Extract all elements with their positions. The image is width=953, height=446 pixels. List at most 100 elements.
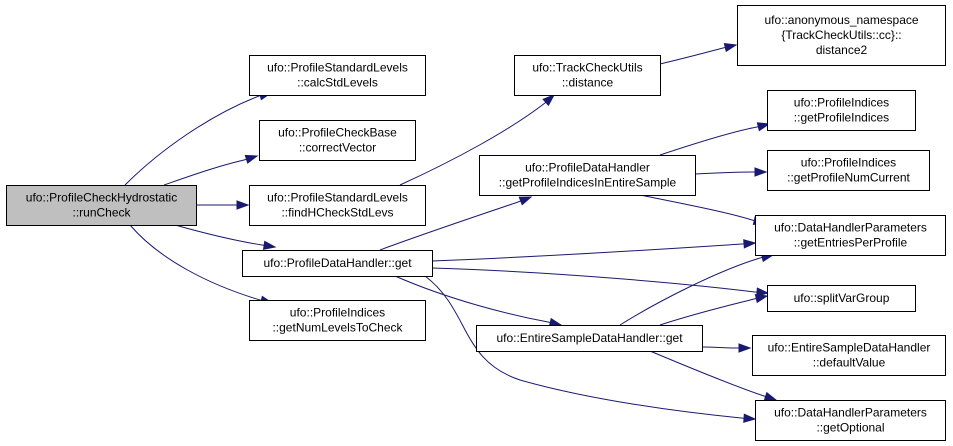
edge-line (431, 243, 743, 262)
node-label-line: ufo::ProfileIndices (290, 306, 385, 320)
edge-esdhGet-to-splitVarGroup (659, 293, 769, 326)
edge-line (694, 171, 754, 175)
arrowhead-icon (542, 94, 556, 107)
edge-line (659, 298, 755, 326)
node-box (479, 155, 696, 196)
node-box (249, 300, 426, 341)
node-label-line: {TrackCheckUtils::cc}:: (781, 28, 901, 42)
node-label-line: ufo::TrackCheckUtils (532, 61, 642, 75)
edge-runCheck-to-pdhGet (174, 224, 277, 250)
edge-pdhGet-to-getEntriesPerProfile (431, 239, 757, 262)
node-label-line: ufo::ProfileStandardLevels (267, 61, 408, 75)
node-label-line: ufo::EntireSampleDataHandler (768, 341, 931, 355)
edge-findHCheckStdLevs-to-distance (399, 94, 556, 186)
node-box (752, 335, 946, 376)
edge-line (129, 224, 261, 301)
edge-pdhGet-to-esdhGet (394, 275, 563, 328)
edge-getProfileIndicesInEntireSample-to-getEntriesPerProfile (639, 194, 767, 226)
node-getProfileIndices[interactable]: ufo::ProfileIndices::getProfileIndices (767, 90, 916, 131)
arrowhead-icon (738, 343, 752, 353)
edge-getProfileIndicesInEntireSample-to-getProfileNumCurrent (694, 167, 768, 177)
node-box (259, 120, 416, 161)
edge-line (379, 201, 519, 251)
arrowhead-icon (763, 391, 778, 401)
node-box (514, 55, 661, 96)
arrowhead-icon (262, 240, 277, 250)
node-pdhGet[interactable]: ufo::ProfileDataHandler::get (242, 250, 433, 277)
node-getProfileNumCurrent[interactable]: ufo::ProfileIndices::getProfileNumCurren… (767, 150, 930, 191)
edge-line (399, 102, 546, 186)
node-findHCheckStdLevs[interactable]: ufo::ProfileStandardLevels::findHCheckSt… (249, 185, 426, 226)
arrowhead-icon (754, 167, 768, 177)
node-label-line: ufo::ProfileIndices (794, 96, 889, 110)
node-label-line: ::getOptional (816, 421, 884, 435)
node-distance[interactable]: ufo::TrackCheckUtils::distance (514, 55, 661, 96)
node-distance2[interactable]: ufo::anonymous_namespace{TrackCheckUtils… (737, 5, 946, 66)
edge-line (431, 267, 756, 293)
edge-getProfileIndicesInEntireSample-to-getProfileIndices (659, 122, 771, 156)
node-label-line: ::calcStdLevels (297, 76, 378, 90)
node-box (767, 285, 916, 312)
node-box (755, 400, 946, 441)
node-box (476, 325, 703, 352)
node-box (6, 185, 197, 226)
node-label-line: ::defaultValue (813, 356, 886, 370)
node-label-line: ::getProfileNumCurrent (787, 171, 910, 185)
edge-line (394, 275, 549, 323)
arrowhead-icon (236, 200, 250, 210)
edge-line (659, 47, 724, 65)
edge-line (659, 126, 758, 156)
node-getProfileIndicesInEntireSample[interactable]: ufo::ProfileDataHandler::getProfileIndic… (479, 155, 696, 196)
edge-line (163, 159, 245, 186)
arrowhead-icon (754, 293, 769, 304)
node-getOptional[interactable]: ufo::DataHandlerParameters::getOptional (755, 400, 946, 441)
arrowhead-icon (756, 122, 771, 132)
node-runCheck: ufo::ProfileCheckHydrostatic::runCheck (6, 185, 197, 226)
node-box (242, 250, 433, 277)
arrowhead-icon (244, 154, 259, 164)
edge-pdhGet-to-getOptional (424, 275, 757, 423)
arrowhead-icon (743, 239, 757, 249)
arrowhead-icon (723, 42, 738, 53)
edge-line (619, 257, 761, 326)
node-label-line: ufo::ProfileCheckHydrostatic (26, 191, 177, 205)
node-box (767, 150, 930, 191)
node-label-line: ufo::splitVarGroup (794, 291, 890, 305)
node-esdhGet[interactable]: ufo::EntireSampleDataHandler::get (476, 325, 703, 352)
node-label-line: ::distance (562, 76, 614, 90)
node-label-line: ufo::anonymous_namespace (764, 13, 918, 27)
edge-runCheck-to-findHCheckStdLevs (196, 200, 250, 210)
arrowhead-icon (743, 413, 757, 423)
node-label-line: ufo::DataHandlerParameters (774, 406, 927, 420)
node-calcStdLevels[interactable]: ufo::ProfileStandardLevels::calcStdLevel… (249, 55, 426, 96)
node-correctVector[interactable]: ufo::ProfileCheckBase::correctVector (259, 120, 416, 161)
node-box (767, 90, 916, 131)
node-label-line: ::runCheck (72, 206, 131, 220)
edge-line (649, 350, 765, 397)
node-label-line: ufo::ProfileIndices (801, 156, 896, 170)
edge-line (701, 346, 738, 349)
node-splitVarGroup[interactable]: ufo::splitVarGroup (767, 285, 916, 312)
node-label-line: ::getProfileIndices (794, 111, 889, 125)
node-box (249, 185, 426, 226)
node-label-line: ::getProfileIndicesInEntireSample (499, 176, 677, 190)
edge-runCheck-to-correctVector (163, 154, 259, 186)
node-getEntriesPerProfile[interactable]: ufo::DataHandlerParameters::getEntriesPe… (755, 215, 946, 256)
edge-line (174, 224, 263, 246)
node-box (249, 55, 426, 96)
node-label-line: ::getEntriesPerProfile (794, 236, 908, 250)
node-getNumLevelsToCheck[interactable]: ufo::ProfileIndices::getNumLevelsToCheck (249, 300, 426, 341)
node-label-line: ufo::EntireSampleDataHandler::get (496, 331, 683, 345)
node-label-line: ufo::ProfileDataHandler (525, 161, 650, 175)
edge-pdhGet-to-splitVarGroup (431, 267, 770, 297)
node-label-line: ufo::DataHandlerParameters (774, 221, 927, 235)
edge-line (639, 194, 753, 221)
edge-line (424, 275, 742, 419)
node-defaultValue[interactable]: ufo::EntireSampleDataHandler::defaultVal… (752, 335, 946, 376)
node-label-line: ::getNumLevelsToCheck (272, 321, 403, 335)
arrowhead-icon (756, 287, 770, 297)
edge-pdhGet-to-getProfileIndicesInEntireSample (379, 196, 533, 251)
node-label-line: ::findHCheckStdLevs (281, 206, 393, 220)
node-label-line: ufo::ProfileStandardLevels (267, 191, 408, 205)
node-label-line: ufo::ProfileCheckBase (278, 126, 397, 140)
